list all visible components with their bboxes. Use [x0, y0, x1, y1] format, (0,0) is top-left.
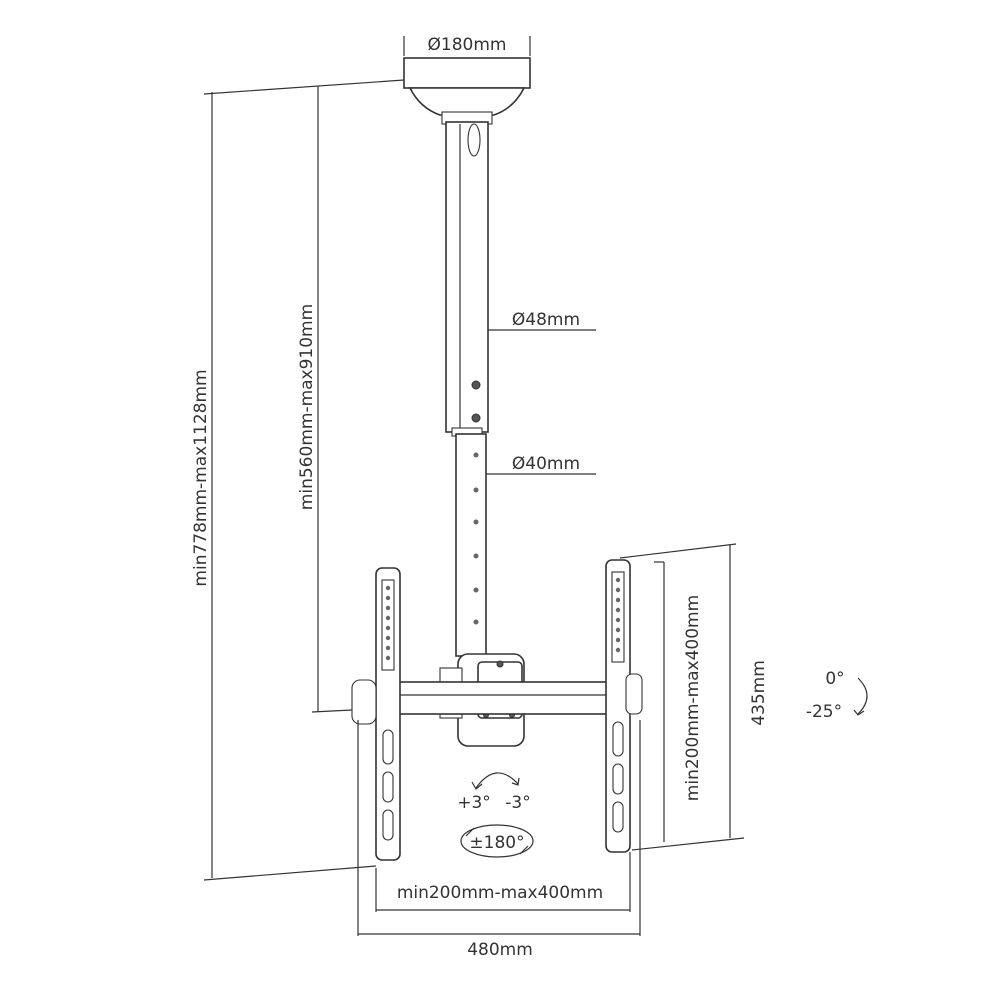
arm-height-range-label: min200mm-max400mm — [683, 595, 703, 801]
upper-pole — [445, 121, 489, 437]
pole-length-label: min560mm-max910mm — [297, 304, 317, 510]
upper-pole-diameter-label: Ø48mm — [512, 310, 580, 330]
dimension-lines — [203, 36, 745, 936]
rotation-indicators — [460, 677, 868, 858]
swivel-right-label: -3° — [505, 793, 530, 813]
overall-width-label: 480mm — [467, 940, 533, 960]
tilt-top-label: 0° — [825, 669, 844, 689]
plate-diameter-label: Ø180mm — [428, 35, 507, 55]
lower-pole — [455, 433, 487, 657]
right-vesa-bracket — [605, 559, 643, 853]
horizontal-range-label: min200mm-max400mm — [397, 883, 603, 903]
rotation-label: ±180° — [469, 833, 524, 853]
total-height-label: min778mm-max1128mm — [191, 369, 211, 586]
arm-length-label: 435mm — [749, 660, 769, 726]
lower-pole-diameter-label: Ø40mm — [512, 454, 580, 474]
tilt-bottom-label: -25° — [806, 702, 842, 722]
swivel-left-label: +3° — [457, 793, 491, 813]
ceiling-plate — [403, 57, 531, 125]
left-vesa-bracket — [351, 567, 401, 861]
